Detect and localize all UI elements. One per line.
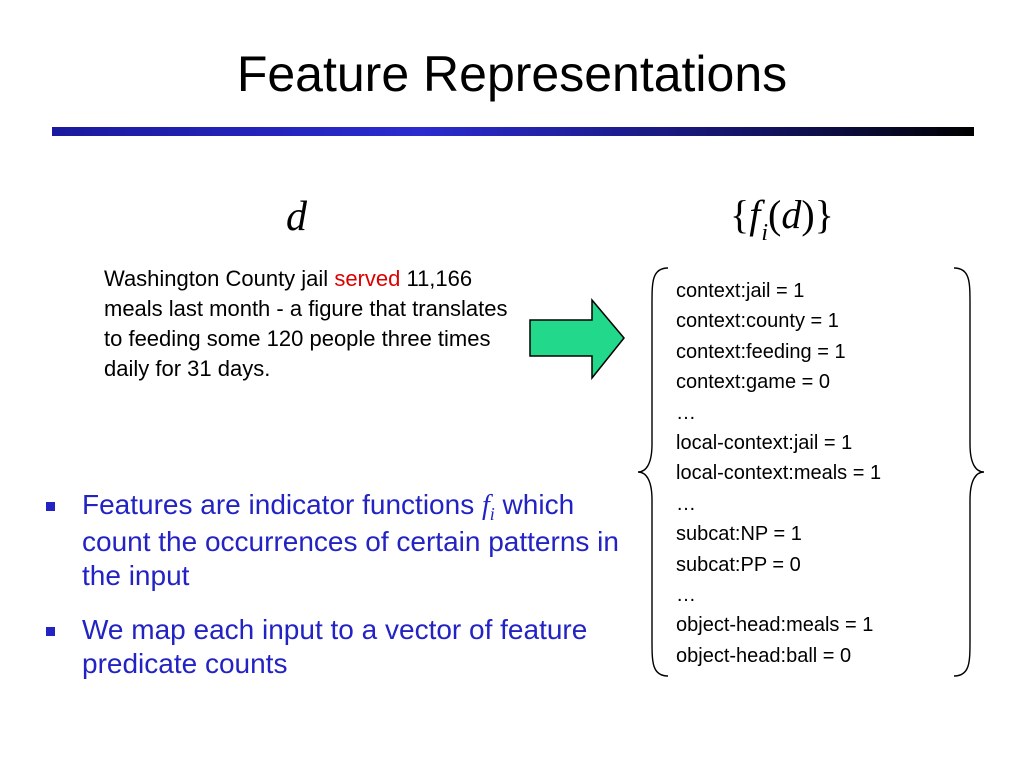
i-subscript: i: [489, 504, 495, 524]
right-brace-icon: [953, 267, 985, 677]
feature-item: local-context:meals = 1: [676, 462, 882, 485]
feature-item: …: [676, 492, 696, 515]
left-brace-icon: [637, 267, 669, 677]
feature-item: local-context:jail = 1: [676, 432, 853, 455]
f-symbol: f: [481, 490, 490, 521]
passage-before: Washington County jail: [104, 266, 335, 291]
example-passage: Washington County jail served 11,166 mea…: [104, 264, 524, 384]
arrow-shape: [529, 298, 625, 381]
paren-close: ): [801, 192, 815, 237]
bullet-item: We map each input to a vector of feature…: [40, 613, 620, 681]
passage-after: 11,166 meals last month - a figure that …: [104, 266, 508, 381]
right-arrow-icon: [529, 298, 625, 381]
document-variable: d: [286, 194, 307, 240]
feature-item: …: [676, 401, 696, 424]
feature-item: object-head:ball = 0: [676, 644, 852, 667]
bullet-1-rest: which count the occurrences of certain p…: [82, 489, 619, 591]
feature-item: …: [676, 584, 696, 607]
feature-item: object-head:meals = 1: [676, 614, 874, 637]
bullet-1-text: Features are indicator functions: [82, 489, 482, 520]
feature-item: subcat:PP = 0: [676, 553, 801, 576]
close-brace: }: [814, 192, 834, 237]
passage-highlight: served: [334, 266, 401, 291]
square-bullet-icon: [46, 502, 55, 511]
square-bullet-icon: [46, 627, 55, 636]
bullet-list: Features are indicator functions fi whic…: [40, 488, 620, 701]
feature-item: context:jail = 1: [676, 280, 805, 302]
paren-open: (: [768, 192, 782, 237]
feature-item: context:feeding = 1: [676, 340, 846, 363]
feature-item: context:game = 0: [676, 371, 830, 394]
feature-item: context:county = 1: [676, 310, 839, 333]
bullet-item: Features are indicator functions fi whic…: [40, 488, 620, 593]
d-symbol: d: [781, 192, 802, 237]
feature-item: subcat:NP = 1: [676, 523, 802, 546]
f-symbol: f: [749, 192, 761, 237]
title-rule: [52, 127, 974, 136]
feature-set-notation: {fi(d)}: [730, 190, 834, 246]
bullet-1-math: fi: [481, 490, 495, 524]
open-brace: {: [730, 192, 750, 237]
i-subscript: i: [761, 220, 768, 246]
bullet-2-text: We map each input to a vector of feature…: [82, 614, 588, 679]
slide-title: Feature Representations: [236, 46, 788, 102]
feature-list: context:jail = 1 context:county = 1 cont…: [676, 276, 881, 671]
